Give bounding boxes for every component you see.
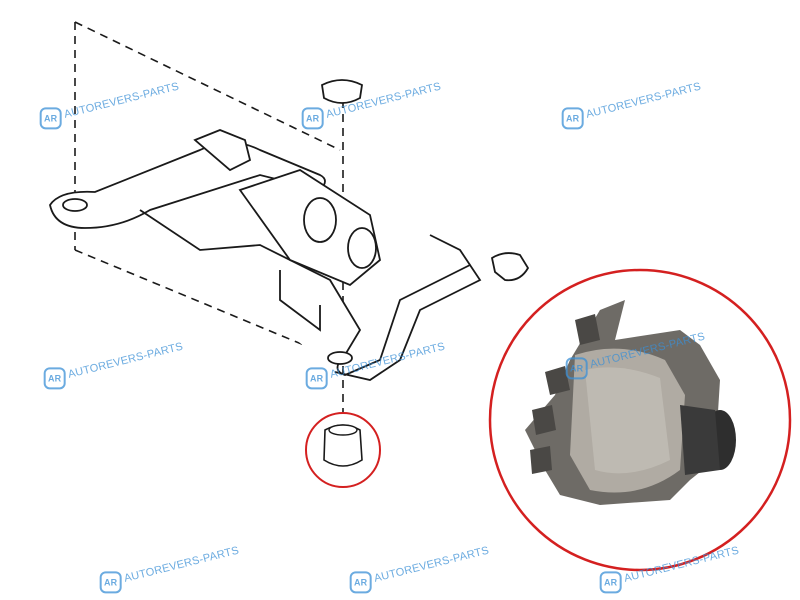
watermark-logo: AR <box>565 357 588 380</box>
watermark-logo: AR <box>43 367 66 390</box>
small-bushing-highlight <box>305 412 381 488</box>
watermark-logo: AR <box>99 571 122 594</box>
watermark-logo: AR <box>301 107 324 130</box>
watermark-logo: AR <box>561 107 584 130</box>
watermark-logo: AR <box>39 107 62 130</box>
watermark-logo: AR <box>599 571 622 594</box>
watermark-logo: AR <box>349 571 372 594</box>
subframe-line-art <box>49 79 530 381</box>
bushing-photo-highlight <box>488 268 792 572</box>
watermark-logo: AR <box>305 367 328 390</box>
